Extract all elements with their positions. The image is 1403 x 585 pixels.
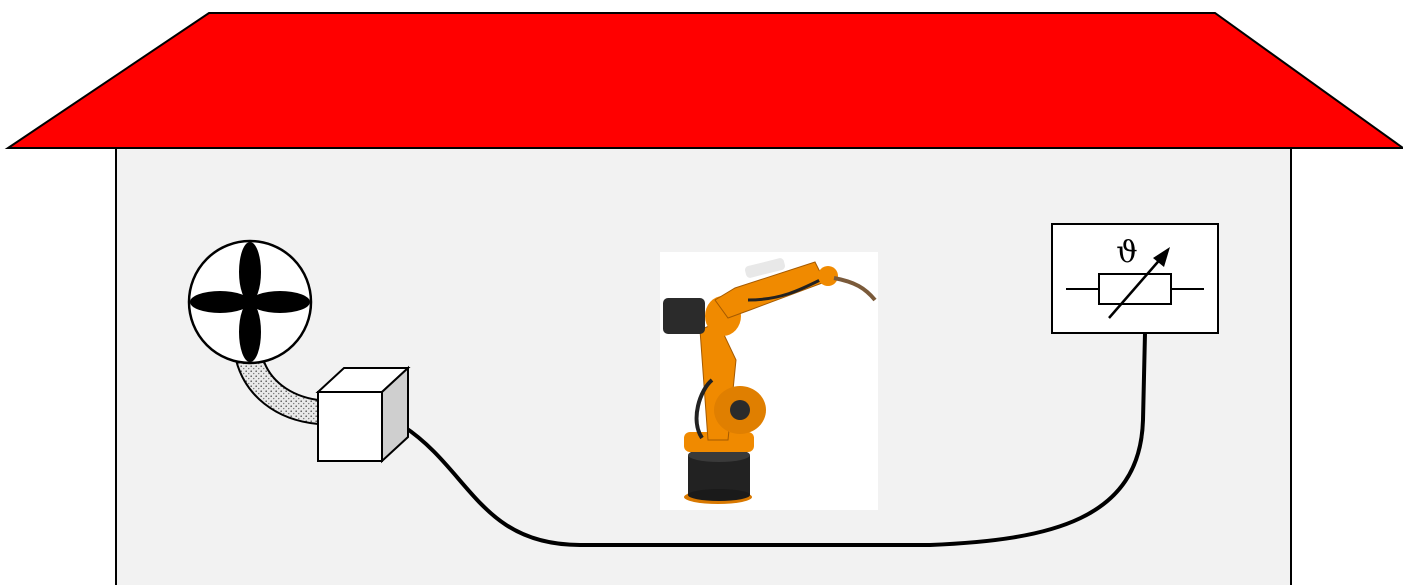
roof <box>8 13 1403 148</box>
fan-icon <box>189 241 311 363</box>
cube-icon <box>318 368 408 461</box>
variable-resistor-icon: ϑ <box>1052 224 1218 333</box>
thermistor-symbol-label: ϑ <box>1116 235 1137 270</box>
industrial-robot-arm-icon <box>660 252 878 510</box>
